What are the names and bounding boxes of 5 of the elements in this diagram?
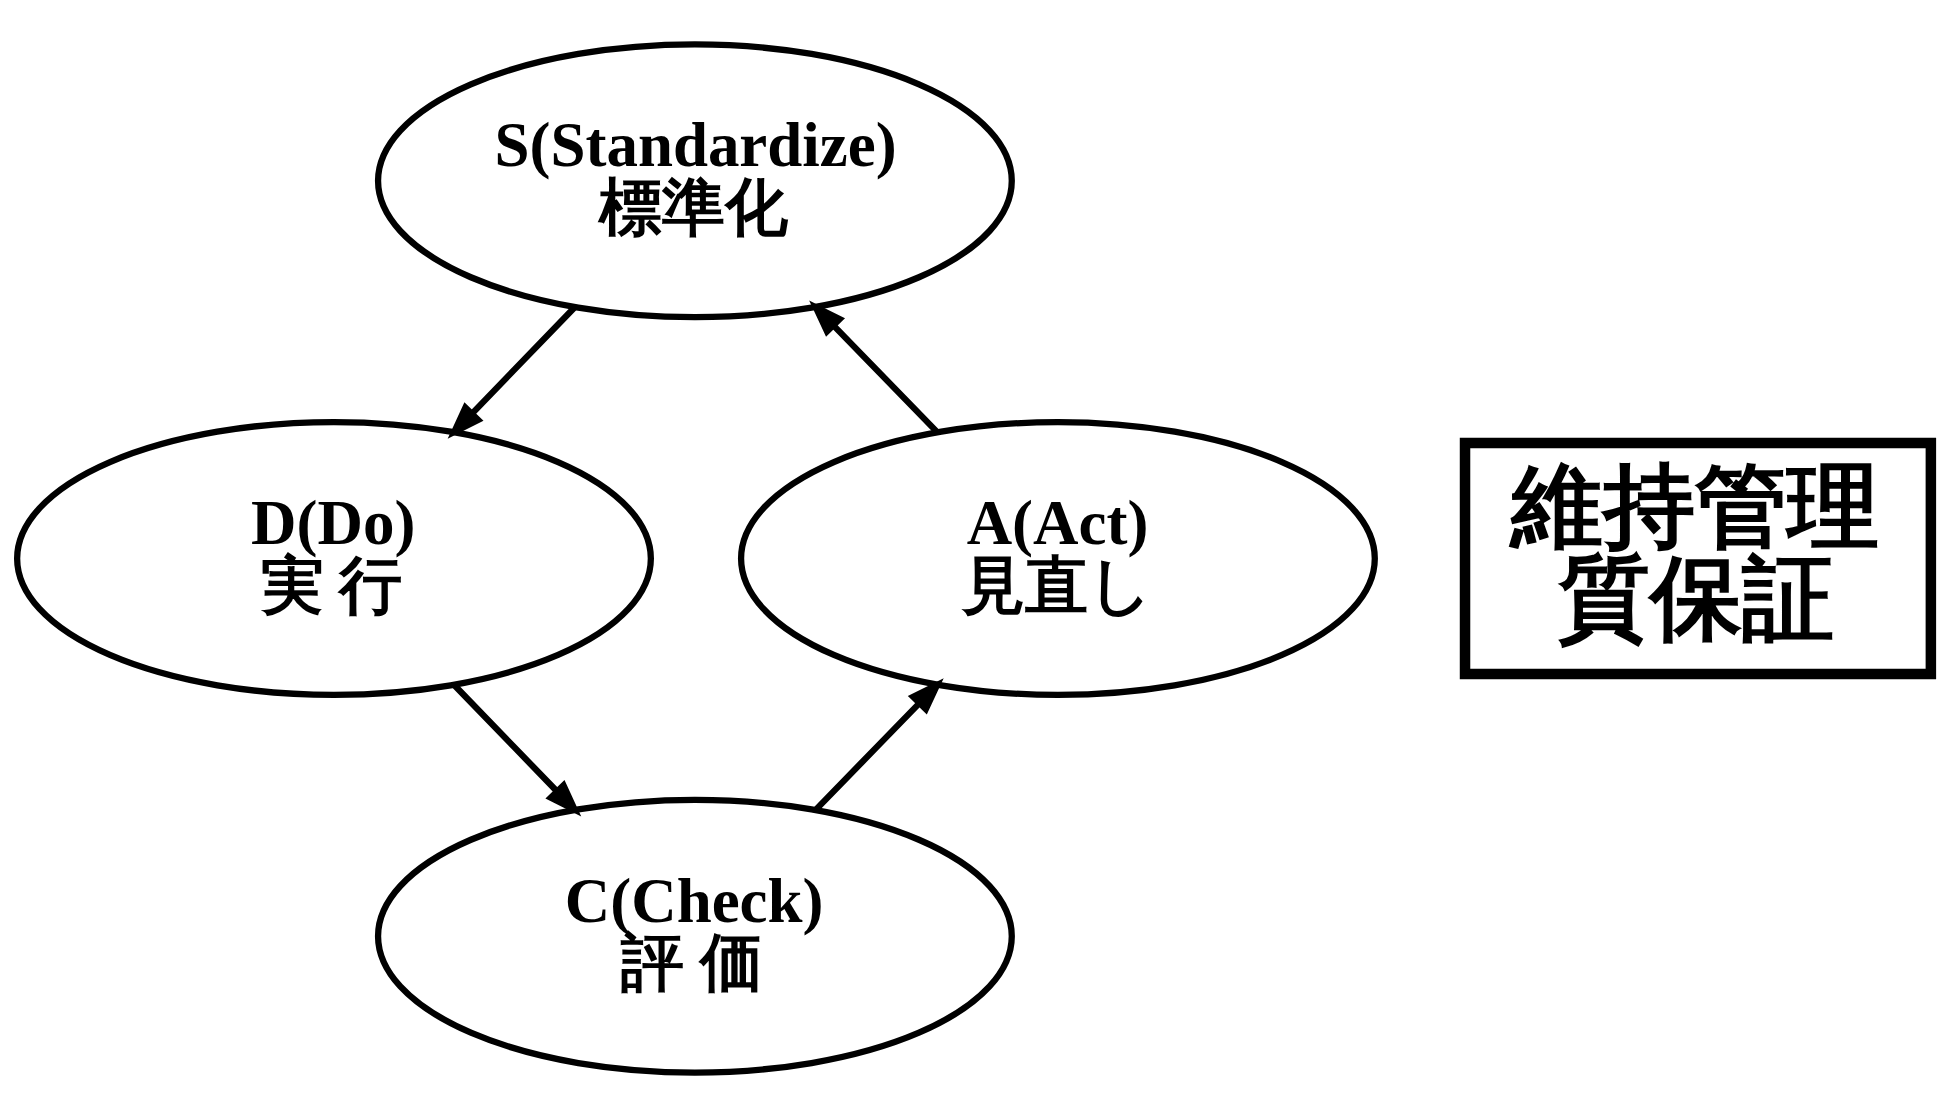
node-ellipse: A(Act) 見直し [737,418,1378,699]
node-ellipse: D(Do) 実 行 [13,418,654,699]
node-box: 維持管理 質保証 [1459,437,1937,680]
node-ellipse: C(Check) 評 価 [374,796,1015,1076]
node-ellipse: S(Standardize) 標準化 [374,41,1015,321]
